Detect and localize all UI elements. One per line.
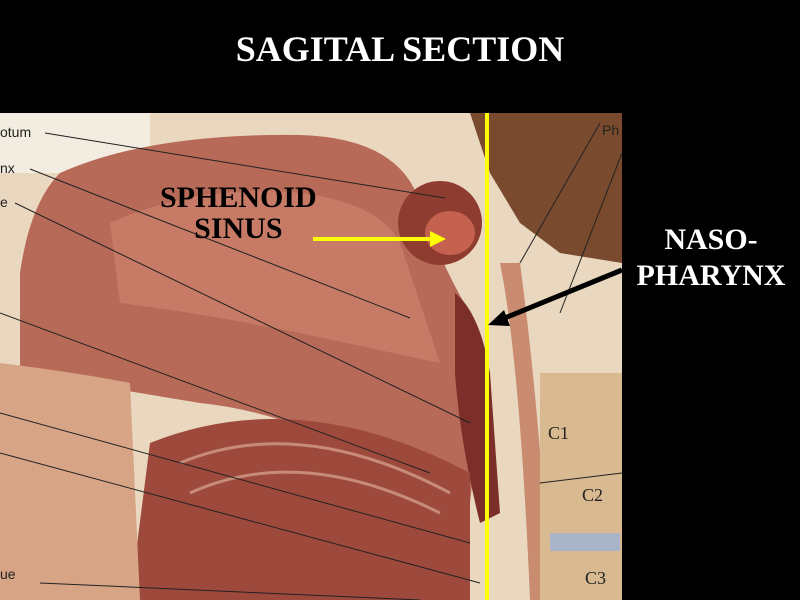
nasopharynx-label: NASO- PHARYNX: [622, 222, 800, 294]
slide-title: SAGITAL SECTION: [235, 29, 565, 69]
naso-label-line2: PHARYNX: [636, 259, 786, 292]
leader-lines: [0, 122, 622, 600]
figure-label-left-3: e: [0, 194, 8, 210]
figure-label-right: Ph: [602, 122, 620, 138]
figure-label-left-4: ue: [0, 566, 16, 582]
sphenoid-label-line1: SPHENOID: [160, 181, 317, 214]
anatomy-illustration: [0, 113, 622, 600]
naso-label-line1: NASO-: [664, 223, 758, 256]
intervertebral-disc: [550, 533, 620, 551]
figure-label-left-1: otum: [0, 124, 32, 140]
vertebra-c1-label: C1: [548, 423, 570, 443]
sphenoid-arrowhead: [430, 231, 446, 247]
figure-label-left-2: nx: [0, 160, 15, 176]
cervical-spine: [540, 373, 622, 600]
sphenoid-label-line2: SINUS: [194, 212, 283, 245]
vertebra-c2-label: C2: [582, 485, 604, 505]
vertebra-c3-label: C3: [585, 568, 607, 588]
sphenoid-sinus-label: SPHENOID SINUS: [160, 182, 317, 244]
nasopharynx-arrowhead: [488, 310, 510, 326]
nasopharynx-arrow: [499, 267, 623, 323]
